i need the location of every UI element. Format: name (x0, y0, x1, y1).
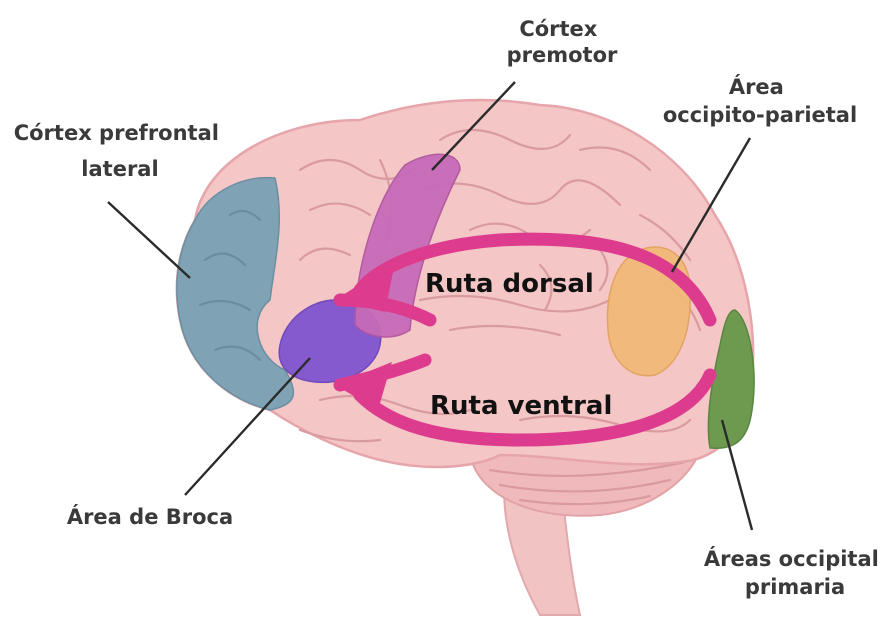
occipital-label: Áreas occipital primaria (704, 546, 886, 599)
broca-label: Área de Broca (67, 504, 233, 529)
premotor-label: Córtex premotor (507, 17, 618, 67)
prefrontal-label-line2: lateral (81, 157, 158, 181)
occipito-parietal-label: Área occipito-parietal (663, 74, 857, 127)
prefrontal-label: Córtex prefrontal lateral (14, 121, 227, 181)
premotor-label-line1: Córtex (519, 17, 597, 41)
occipito-parietal-label-line2: occipito-parietal (663, 103, 857, 127)
occipital-label-line1: Áreas occipital (704, 546, 879, 571)
dorsal-route-label: Ruta dorsal (425, 269, 594, 299)
occipital-label-line2: primaria (745, 575, 845, 599)
occipito-parietal-label-line1: Área (729, 74, 784, 99)
prefrontal-leader (108, 202, 190, 278)
prefrontal-label-line1: Córtex prefrontal (14, 121, 219, 145)
ventral-route-label: Ruta ventral (430, 391, 612, 421)
premotor-label-line2: premotor (507, 43, 618, 67)
